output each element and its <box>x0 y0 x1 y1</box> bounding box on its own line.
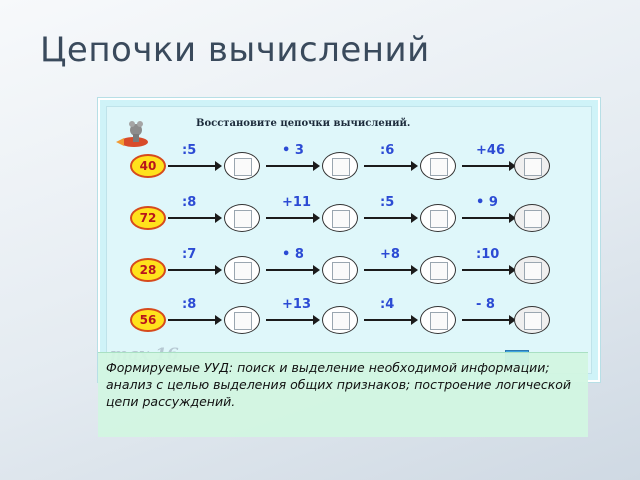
operation-label: :8 <box>182 195 197 210</box>
answer-blank[interactable] <box>514 256 550 284</box>
operation-label: :8 <box>182 297 197 312</box>
answer-blank[interactable] <box>322 306 358 334</box>
answer-blank[interactable] <box>514 204 550 232</box>
chain-arrow <box>168 315 222 325</box>
operation-label: :6 <box>380 143 395 158</box>
answer-blank[interactable] <box>420 306 456 334</box>
chain-arrow <box>266 315 320 325</box>
answer-blank[interactable] <box>322 204 358 232</box>
operation-label: +11 <box>282 195 311 210</box>
chain-row: 72 :8 +11 :5 • 9 <box>100 195 598 238</box>
operation-label: - 8 <box>476 297 495 312</box>
answer-blank[interactable] <box>322 256 358 284</box>
start-number: 28 <box>130 258 166 282</box>
operation-label: :7 <box>182 247 197 262</box>
operation-label: +46 <box>476 143 505 158</box>
chain-arrow <box>168 265 222 275</box>
start-number: 56 <box>130 308 166 332</box>
operation-label: :4 <box>380 297 395 312</box>
operation-label: :10 <box>476 247 500 262</box>
answer-blank[interactable] <box>224 204 260 232</box>
answer-blank[interactable] <box>224 256 260 284</box>
answer-blank[interactable] <box>420 256 456 284</box>
chain-arrow <box>168 213 222 223</box>
operation-label: • 3 <box>282 143 304 158</box>
worksheet-title: Восстановите цепочки вычислений. <box>196 118 411 129</box>
start-number: 40 <box>130 154 166 178</box>
chain-arrow <box>462 161 516 171</box>
answer-blank[interactable] <box>224 306 260 334</box>
operation-label: • 8 <box>282 247 304 262</box>
worksheet-panel: Восстановите цепочки вычислений. 40 :5 • 3… <box>98 98 600 382</box>
chain-arrow <box>266 265 320 275</box>
chain-arrow <box>364 265 418 275</box>
chain-arrow <box>462 265 516 275</box>
chain-arrow <box>462 315 516 325</box>
chain-arrow <box>364 315 418 325</box>
chain-arrow <box>364 213 418 223</box>
answer-blank[interactable] <box>224 152 260 180</box>
start-number: 72 <box>130 206 166 230</box>
chain-arrow <box>266 161 320 171</box>
chain-arrow <box>168 161 222 171</box>
chain-row: 56 :8 +13 :4 - 8 <box>100 297 598 340</box>
operation-label: :5 <box>380 195 395 210</box>
chain-arrow <box>266 213 320 223</box>
slide-title: Цепочки вычислений <box>40 30 430 70</box>
answer-blank[interactable] <box>420 152 456 180</box>
mouse-rocket-icon <box>116 121 148 147</box>
operation-label: • 9 <box>476 195 498 210</box>
answer-blank[interactable] <box>420 204 456 232</box>
operation-label: +13 <box>282 297 311 312</box>
caption-text: Формируемые УУД: поиск и выделение необх… <box>106 360 572 409</box>
chain-arrow <box>462 213 516 223</box>
chain-row: 40 :5 • 3 :6 +46 <box>100 143 598 186</box>
chain-arrow <box>364 161 418 171</box>
operation-label: :5 <box>182 143 197 158</box>
answer-blank[interactable] <box>514 152 550 180</box>
operation-label: +8 <box>380 247 400 262</box>
answer-blank[interactable] <box>322 152 358 180</box>
caption-box: Формируемые УУД: поиск и выделение необх… <box>98 352 588 437</box>
chain-row: 28 :7 • 8 +8 :10 <box>100 247 598 290</box>
answer-blank[interactable] <box>514 306 550 334</box>
